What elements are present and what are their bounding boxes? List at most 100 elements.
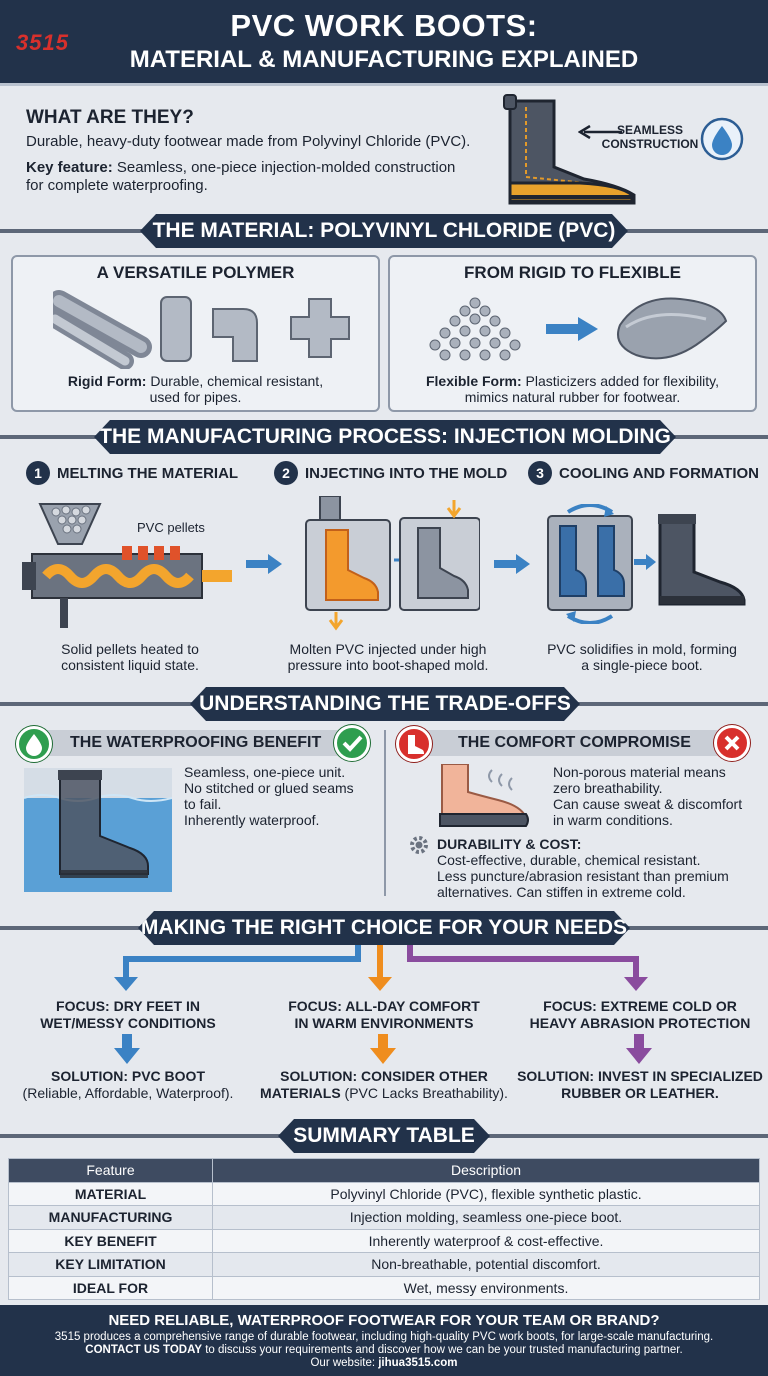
process-arrow-2-icon xyxy=(494,554,530,574)
footer-website: Our website: jihua3515.com xyxy=(310,1357,458,1369)
page-subtitle: MATERIAL & MANUFACTURING EXPLAINED xyxy=(129,46,639,73)
x-icon xyxy=(714,725,750,761)
table-header-row: Feature Description xyxy=(8,1158,760,1183)
option-3-arrow-icon xyxy=(626,1034,652,1064)
process-banner-title: THE MANUFACTURING PROCESS: INJECTION MOL… xyxy=(94,420,676,454)
key-feature-label: Key feature: xyxy=(26,159,113,176)
website-link[interactable]: jihua3515.com xyxy=(378,1357,458,1369)
table-header-description: Description xyxy=(212,1158,760,1183)
material-banner-title: THE MATERIAL: POLYVINYL CHLORIDE (PVC) xyxy=(140,214,628,248)
table-cell-feature: IDEAL FOR xyxy=(8,1275,213,1300)
table-cell-description: Wet, messy environments. xyxy=(212,1275,760,1300)
check-icon xyxy=(334,725,370,761)
boot-in-water-icon xyxy=(24,768,172,892)
sweaty-foot-icon xyxy=(439,764,529,827)
waterproof-badge-icon xyxy=(16,726,52,762)
table-cell-feature: KEY BENEFIT xyxy=(8,1228,213,1253)
footer-line-2: CONTACT US TODAY to discuss your require… xyxy=(85,1344,683,1356)
seamless-callout: SEAMLESS CONSTRUCTION xyxy=(600,123,700,151)
chelsea-boot-icon xyxy=(503,94,636,205)
tradeoffs-banner: UNDERSTANDING THE TRADE-OFFS xyxy=(0,687,768,721)
water-drop-icon xyxy=(700,117,744,161)
footer-line-1: 3515 produces a comprehensive range of d… xyxy=(54,1331,714,1343)
key-feature-text-2: for complete waterproofing. xyxy=(26,177,208,194)
comfort-badge-icon xyxy=(396,726,432,762)
option-2-arrow-icon xyxy=(370,1034,396,1064)
finished-boot-icon xyxy=(658,514,746,606)
flexible-form-card: FROM RIGID TO FLEXIBLE Flexible Form: Pl… xyxy=(388,255,757,412)
arrow-right-icon xyxy=(546,317,598,341)
pvc-pipes-icon xyxy=(53,290,350,369)
footer: NEED RELIABLE, WATERPROOF FOOTWEAR FOR Y… xyxy=(0,1305,768,1376)
pellets-icon xyxy=(429,297,521,361)
summary-banner: SUMMARY TABLE xyxy=(0,1119,768,1153)
key-feature-text: Seamless, one-piece injection-molded con… xyxy=(112,159,456,176)
arrow-left-icon xyxy=(578,125,622,139)
durability-title: DURABILITY & COST: xyxy=(437,836,582,852)
callout-line-2: CONSTRUCTION xyxy=(601,137,699,151)
table-cell-feature: MATERIAL xyxy=(8,1181,213,1206)
step-3-title: COOLING AND FORMATION xyxy=(559,465,759,482)
table-cell-description: Polyvinyl Chloride (PVC), flexible synth… xyxy=(212,1181,760,1206)
injection-mold-icon xyxy=(305,496,480,631)
rigid-card-desc: Rigid Form: Durable, chemical resistant,… xyxy=(67,373,324,405)
tradeoffs-divider xyxy=(384,730,386,896)
option-1-arrow-icon xyxy=(114,1034,140,1064)
intro-key-feature: Key feature: Seamless, one-piece injecti… xyxy=(26,159,506,195)
extruder-icon xyxy=(22,503,232,628)
benefit-title-bar xyxy=(34,730,346,756)
choice-banner: MAKING THE RIGHT CHOICE FOR YOUR NEEDS xyxy=(0,911,768,945)
process-arrow-3-icon xyxy=(634,554,656,570)
table-cell-description: Injection molding, seamless one-piece bo… xyxy=(212,1205,760,1230)
step-2-number: 2 xyxy=(274,461,298,485)
intro-body: Durable, heavy-duty footwear made from P… xyxy=(26,133,471,150)
tradeoffs-section: THE WATERPROOFING BENEFIT Seamless, one-… xyxy=(0,722,768,902)
table-cell-description: Non-breathable, potential discomfort. xyxy=(212,1252,760,1277)
cooling-mold-icon xyxy=(547,504,633,624)
table-cell-feature: MANUFACTURING xyxy=(8,1205,213,1230)
durability-desc: Cost-effective, durable, chemical resist… xyxy=(437,852,729,900)
material-banner: THE MATERIAL: POLYVINYL CHLORIDE (PVC) xyxy=(0,214,768,248)
tradeoffs-banner-title: UNDERSTANDING THE TRADE-OFFS xyxy=(190,687,580,721)
brand-logo: 3515 xyxy=(16,30,69,55)
process-banner: THE MANUFACTURING PROCESS: INJECTION MOL… xyxy=(0,420,768,454)
intro-section: WHAT ARE THEY? Durable, heavy-duty footw… xyxy=(0,89,768,211)
step-2-title: INJECTING INTO THE MOLD xyxy=(305,465,508,482)
table-header-feature: Feature xyxy=(8,1158,213,1183)
pvc-pellets-label: PVC pellets xyxy=(137,520,205,535)
step-1-title: MELTING THE MATERIAL xyxy=(57,465,239,482)
table-cell-description: Inherently waterproof & cost-effective. xyxy=(212,1228,760,1253)
benefit-desc: Seamless, one-piece unit. No stitched or… xyxy=(184,764,354,828)
page-title: PVC WORK BOOTS: xyxy=(230,8,538,43)
header-banner: 3515 PVC WORK BOOTS: MATERIAL & MANUFACT… xyxy=(0,0,768,86)
rigid-card-title: A VERSATILE POLYMER xyxy=(96,263,295,282)
benefit-title: THE WATERPROOFING BENEFIT xyxy=(70,734,322,751)
compromise-title: THE COMFORT COMPROMISE xyxy=(458,734,691,751)
contact-cta-link[interactable]: CONTACT US TODAY xyxy=(85,1344,202,1356)
summary-banner-title: SUMMARY TABLE xyxy=(278,1119,490,1153)
compromise-desc: Non-porous material means zero breathabi… xyxy=(553,764,743,828)
option-1-solution: SOLUTION: PVC BOOT(Reliable, Affordable,… xyxy=(22,1068,234,1101)
step-1-number: 1 xyxy=(26,461,50,485)
intro-heading: WHAT ARE THEY? xyxy=(26,107,194,128)
rigid-form-card: A VERSATILE POLYMER Rigid Form: Durable,… xyxy=(11,255,380,412)
process-arrow-1-icon xyxy=(246,554,282,574)
flexible-card-desc: Flexible Form: Plasticizers added for fl… xyxy=(425,373,720,405)
choice-flow-arrows xyxy=(114,945,648,991)
choice-banner-title: MAKING THE RIGHT CHOICE FOR YOUR NEEDS xyxy=(138,911,630,945)
flexible-card-title: FROM RIGID TO FLEXIBLE xyxy=(464,263,681,282)
gear-icon xyxy=(410,836,428,854)
